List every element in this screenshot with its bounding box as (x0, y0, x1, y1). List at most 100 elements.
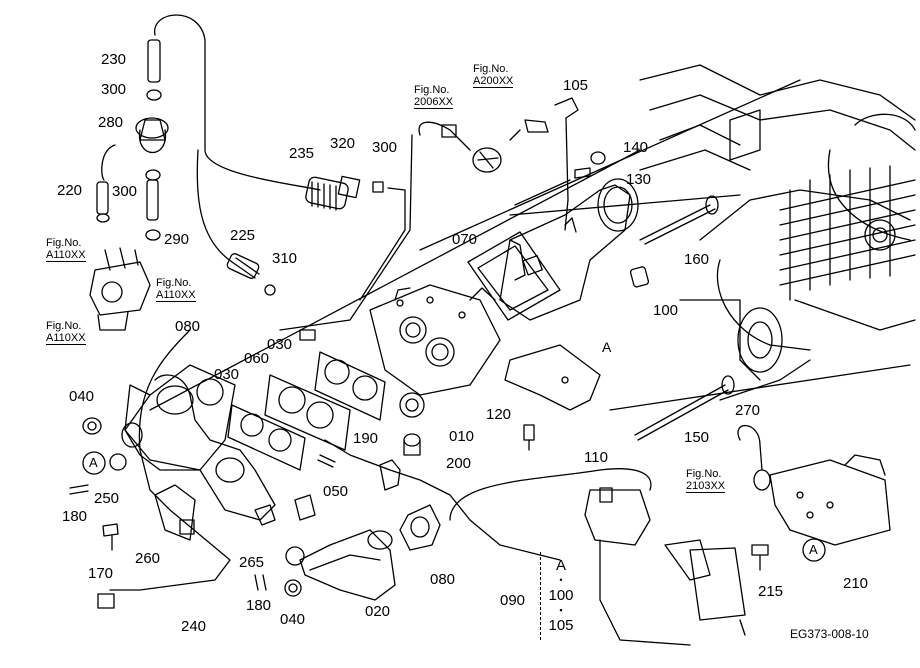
fig-ref-a110xx-1: Fig.No.A110XX (46, 237, 86, 262)
fig-ref-a200xx: Fig.No.A200XX (473, 63, 514, 88)
part-label-250: 250 (94, 490, 120, 507)
fuel-hose-230 (154, 14, 321, 191)
spacer-060 (264, 374, 351, 451)
part-label-190: 190 (353, 430, 379, 447)
sensor-2006 (472, 147, 502, 173)
part-label-050: 050 (323, 483, 349, 500)
nut-140 (590, 151, 606, 165)
legend-090: A • 100 ▪ 105 (546, 558, 576, 633)
gasket-070 (467, 231, 561, 321)
clamp-300 (146, 89, 162, 101)
carburetor-010 (369, 284, 501, 396)
part-label-235: 235 (289, 145, 315, 162)
part-label-290: 290 (164, 231, 190, 248)
fuel-pump-2103 (584, 489, 651, 546)
nut-040-lower (284, 579, 302, 597)
intake-elbow-020 (299, 529, 396, 601)
bracket-250 (154, 484, 196, 541)
gasket-080-lower (399, 504, 441, 551)
screw-130 (574, 167, 591, 179)
hose-220 (96, 181, 109, 215)
part-label-040: 040 (280, 611, 306, 628)
part-label-320: 320 (330, 135, 356, 152)
part-label-070: 070 (452, 231, 478, 248)
fig-ref-a110xx-2: Fig.No.A110XX (156, 277, 196, 302)
part-label-090: 090 (500, 592, 526, 609)
legend-value-105: 105 (548, 617, 574, 634)
bracket-110 (504, 344, 601, 411)
engine-pulley (737, 307, 783, 373)
guide-line (609, 364, 911, 411)
sensor-wire (418, 121, 471, 151)
part-label-280: 280 (98, 114, 124, 131)
stud-160 (639, 204, 711, 241)
stud-180-left (69, 484, 89, 495)
part-label-110: 110 (584, 449, 608, 466)
part-label-300: 300 (372, 139, 398, 156)
diagram-code: EG373-008-10 (790, 627, 869, 641)
part-label-210: 210 (843, 575, 869, 592)
part-label-310: 310 (272, 250, 298, 267)
legend-letter: A (555, 557, 566, 574)
engine-block (639, 64, 916, 121)
guide-line (149, 149, 641, 411)
part-label-060: 060 (244, 350, 270, 367)
part-label-150: 150 (684, 429, 710, 446)
gasket-080 (124, 364, 236, 471)
cover-210 (769, 459, 891, 546)
nut-040-upper (82, 417, 102, 435)
marker-a-left: A (89, 455, 98, 470)
stud-150 (634, 384, 726, 436)
part-label-170: 170 (88, 565, 114, 582)
bolt-215 (751, 544, 769, 571)
clamp-270 (737, 424, 763, 471)
part-label-080: 080 (430, 571, 456, 588)
bolt-170 (102, 523, 119, 551)
part-label-230: 230 (101, 51, 127, 68)
part-label-160: 160 (684, 251, 710, 268)
pin-050 (317, 454, 336, 468)
stud-180-lower (254, 574, 267, 591)
fig-ref-a110xx-3: Fig.No.A110XX (46, 320, 86, 345)
part-label-260: 260 (135, 550, 161, 567)
part-label-220: 220 (57, 182, 83, 199)
connector-190 (379, 459, 401, 491)
marker-circle-left (82, 451, 106, 475)
fuel-pump-assembly (89, 261, 151, 316)
bolt-200 (403, 433, 421, 447)
intake-manifold (154, 374, 276, 521)
legend-square: ▪ (559, 605, 563, 615)
clamp-265 (254, 494, 316, 526)
legend-bracket (540, 552, 542, 640)
legend-value-100: 100 (548, 587, 574, 604)
part-label-030: 030 (267, 336, 293, 353)
spacer-100 (629, 266, 650, 288)
part-label-020: 020 (365, 603, 391, 620)
part-label-300: 300 (101, 81, 127, 98)
part-label-180: 180 (62, 508, 88, 525)
part-label-270: 270 (735, 402, 761, 419)
fig-ref-2103xx: Fig.No.2103XX (686, 468, 726, 493)
marker-a-center: A (602, 339, 612, 355)
part-label-200: 200 (446, 455, 472, 472)
part-label-240: 240 (181, 618, 207, 635)
connector-240 (97, 593, 115, 609)
fitting-225 (226, 253, 260, 279)
part-label-105: 105 (563, 77, 589, 94)
part-label-080: 080 (175, 318, 201, 335)
filter-280 (138, 129, 167, 154)
elbow-105 (554, 97, 579, 119)
fuel-line (449, 468, 652, 521)
hose-230 (147, 39, 161, 83)
bolt-120 (523, 424, 535, 451)
marker-circle-right (802, 538, 826, 562)
part-label-040: 040 (69, 388, 95, 405)
part-label-130: 130 (626, 171, 652, 188)
hose-290 (146, 179, 159, 221)
part-label-140: 140 (623, 139, 649, 156)
wiring-harness-240 (109, 329, 231, 591)
part-label-180: 180 (246, 597, 272, 614)
part-label-120: 120 (486, 406, 512, 423)
